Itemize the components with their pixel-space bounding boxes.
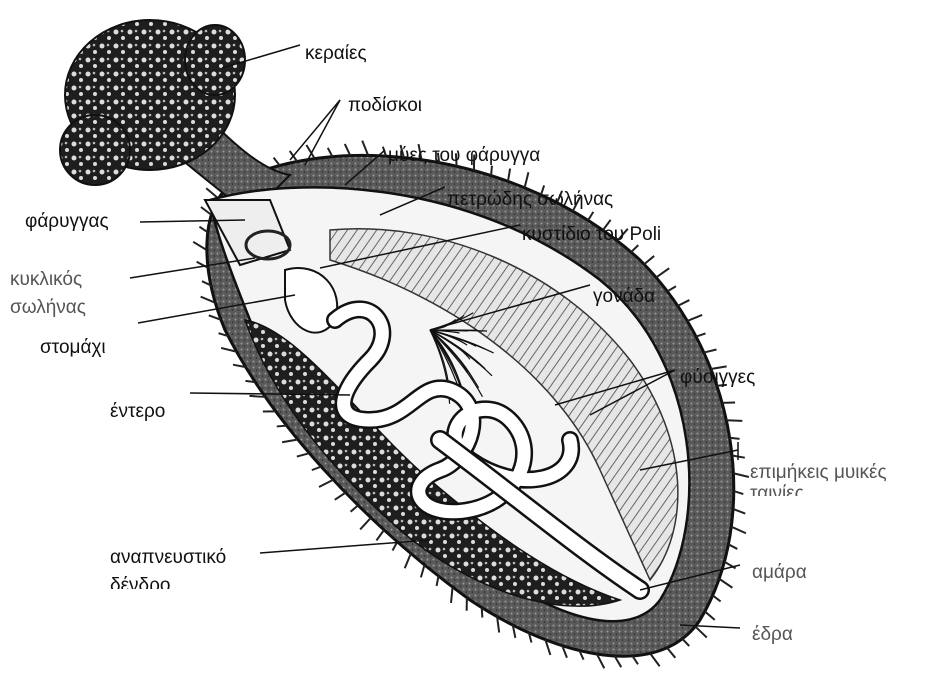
podium-spike	[249, 396, 265, 397]
podium-spike	[644, 256, 654, 264]
podium-spike	[719, 579, 732, 588]
podium-spike	[733, 473, 749, 477]
podium-spike	[726, 420, 742, 421]
podium-spike	[351, 505, 359, 511]
podium-spike	[360, 518, 371, 530]
podium-spike	[667, 286, 676, 291]
podium-spike	[277, 426, 287, 427]
podium-spike	[362, 141, 368, 156]
podium-spike	[704, 349, 717, 352]
label-longitudinal-muscles-line1: επιμήκεις μυικές	[750, 463, 887, 482]
podium-spike	[508, 169, 510, 182]
podium-spike	[650, 653, 660, 666]
label-antennae: κεραίες	[305, 44, 367, 63]
podium-spike	[319, 480, 333, 487]
podium-spike	[491, 166, 492, 176]
label-pharynx: φάρυγγας	[25, 212, 109, 231]
podium-spike	[274, 158, 280, 166]
label-stone-canal: πετρώδης σωλήνας	[447, 190, 613, 209]
podium-spike	[245, 381, 255, 382]
podium-spike	[728, 544, 737, 549]
podium-spike	[376, 530, 384, 541]
label-ring-canal-line2: σωλήνας	[10, 298, 86, 317]
podium-spike	[705, 611, 715, 619]
podium-spike	[687, 315, 702, 321]
label-pharynx-muscles: μύες του φάρυγγα	[388, 146, 540, 165]
podium-spike	[656, 268, 669, 277]
podium-spike	[733, 509, 745, 514]
podium-spike	[631, 245, 638, 252]
label-respiratory-tree-line1: αναπνευστικό	[110, 548, 226, 567]
podium-spike	[199, 227, 207, 233]
podium-spike	[405, 553, 411, 568]
podium-spike	[682, 639, 689, 646]
label-stomach: στομάχι	[40, 338, 106, 357]
label-cloaca: αμάρα	[752, 563, 807, 582]
podium-spike	[306, 145, 314, 159]
label-gonad: γονάδα	[593, 287, 655, 306]
podium-spike	[193, 242, 207, 250]
podium-spike	[730, 438, 740, 439]
podium-spike	[731, 527, 746, 534]
podium-spike	[525, 172, 529, 188]
label-ring-canal-line1: κυκλικός	[10, 270, 82, 289]
podium-spike	[328, 148, 333, 157]
podium-spike	[335, 493, 346, 500]
label-anus: έδρα	[752, 625, 793, 644]
podium-spike	[482, 608, 483, 618]
podium-spike	[696, 333, 706, 336]
label-tube-feet: ποδίσκοι	[348, 96, 422, 115]
podium-spike	[667, 648, 675, 658]
label-ampullae: φύσιγγες	[680, 368, 755, 387]
podium-spike	[451, 587, 453, 603]
label-polian-vesicle: κυστίδιο του Poli	[522, 225, 661, 244]
podium-spike	[282, 440, 298, 443]
podium-spike	[297, 453, 310, 456]
podium-spike	[588, 212, 593, 220]
podium-spike	[345, 144, 351, 156]
label-longitudinal-muscles-line2: ταινίες	[750, 484, 804, 496]
podium-spike	[678, 300, 690, 306]
podium-spike	[312, 467, 321, 471]
podium-spike	[437, 576, 439, 586]
podium-spike	[421, 565, 425, 577]
podium-spike	[713, 595, 721, 601]
label-respiratory-tree-line2: δένδρο	[110, 576, 171, 589]
label-intestine: έντερο	[110, 402, 165, 421]
podium-spike	[695, 626, 707, 637]
